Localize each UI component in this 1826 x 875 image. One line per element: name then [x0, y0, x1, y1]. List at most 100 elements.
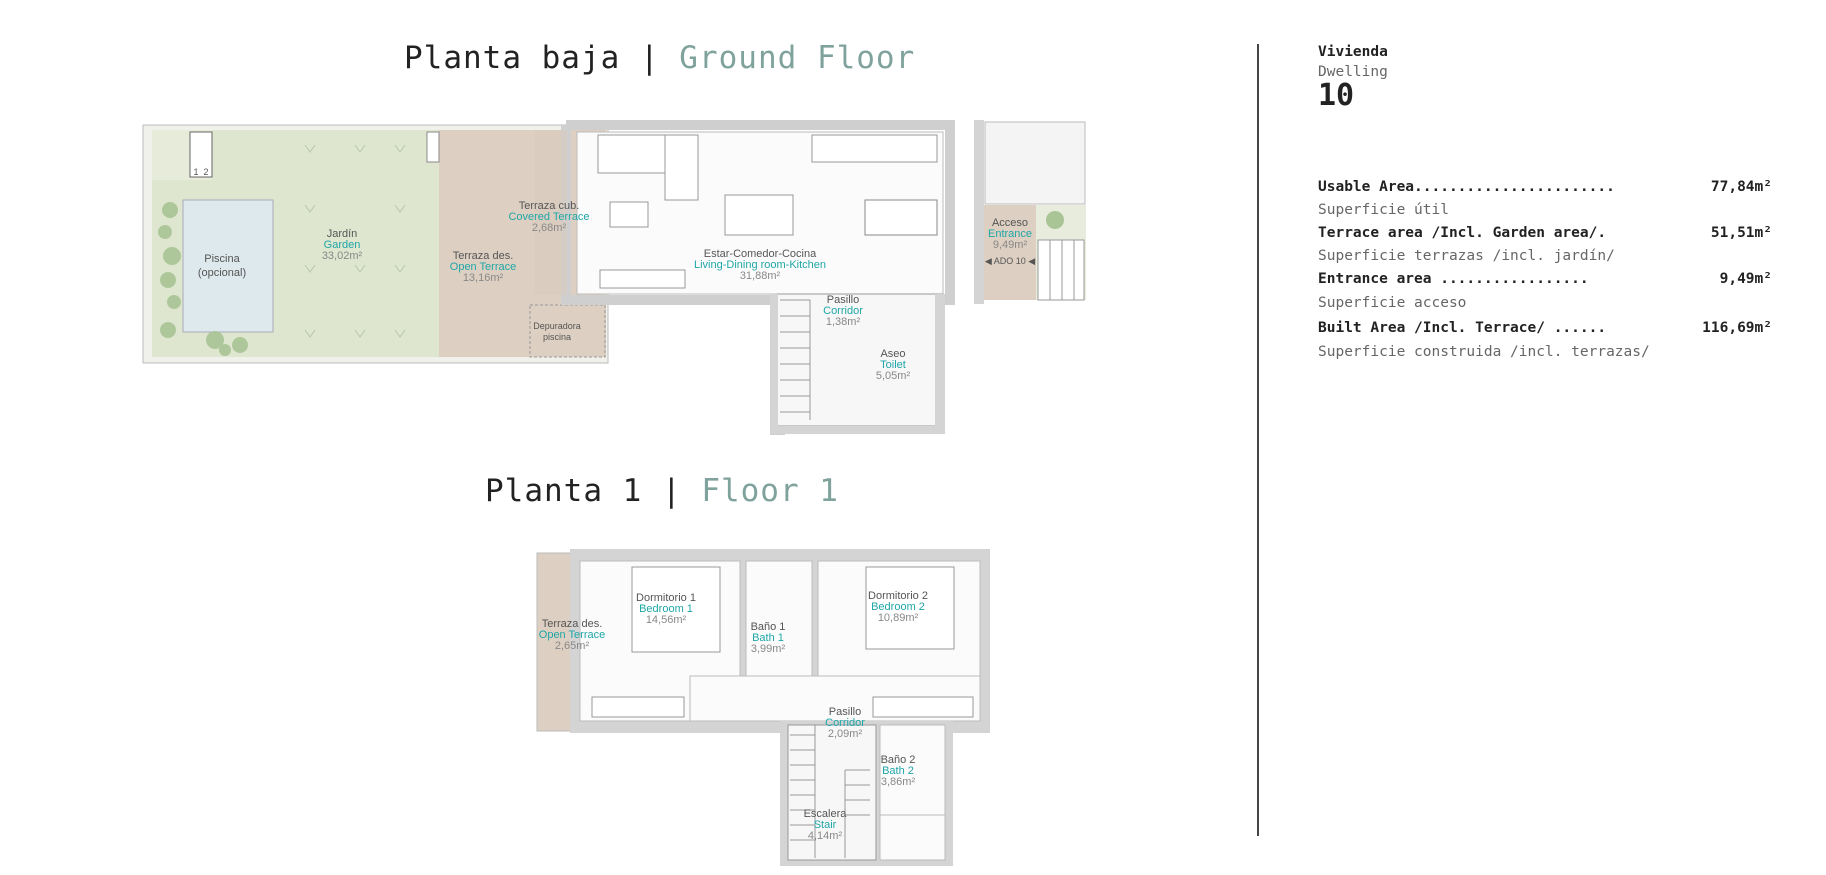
f1-wardrobe-2: [872, 696, 974, 718]
corridor-label-area: 1,38m²: [826, 316, 861, 328]
built-area-sub: Superficie construida /incl. terrazas/: [1318, 344, 1650, 360]
entrance-steps: [1037, 239, 1085, 301]
toilet-label-area: 5,05m²: [876, 370, 911, 382]
tv-unit: [599, 269, 686, 289]
bike-parking: [984, 121, 1086, 205]
garden-step-1: 1: [193, 167, 198, 177]
open-terrace-label-es: Terraza des.: [453, 250, 514, 262]
covered-terrace-label-area: 2,68m²: [532, 222, 567, 234]
f1-bath1-label-en: Bath 1: [752, 632, 784, 644]
usable-area-value: 77,84m²: [1710, 179, 1772, 195]
toilet-label-es: Aseo: [880, 348, 905, 360]
terrace-bench: [426, 131, 440, 163]
pool-label-1: Piscina: [204, 253, 240, 265]
terrace-area-row: Terrace area /Incl. Garden area/. 51,51m…: [1318, 225, 1772, 241]
dwelling-heading: Vivienda: [1318, 44, 1388, 60]
living-label-es: Estar-Comedor-Cocina: [704, 248, 817, 260]
depuradora-label-1: Depuradora: [533, 321, 581, 331]
built-area-value: 116,69m²: [1702, 320, 1772, 336]
garden-label-en: Garden: [324, 239, 361, 251]
kitchen-top: [811, 134, 938, 163]
entrance-area-sub: Superficie acceso: [1318, 295, 1467, 311]
garden-label-es: Jardín: [327, 228, 358, 240]
ground-floor-title: Planta baja | Ground Floor: [404, 40, 915, 76]
f1-wardrobe-1: [591, 696, 685, 718]
open-terrace-label-en: Open Terrace: [450, 261, 516, 273]
dining-table: [724, 194, 794, 236]
f1-bath-2: [879, 724, 946, 816]
usable-area-label: Usable Area.......................: [1318, 179, 1615, 195]
garden-marks: [304, 144, 406, 338]
f1-bed1-label-area: 14,56m²: [646, 614, 687, 626]
f1-bed2-label-en: Bedroom 2: [871, 601, 925, 613]
f1-bath1-label-area: 3,99m²: [751, 643, 786, 655]
f1-bed1-label-es: Dormitorio 1: [636, 592, 696, 604]
f1-bed2-bed: [865, 566, 955, 650]
f1-terrace-label-area: 2,65m²: [555, 640, 590, 652]
f1-bed1-label-en: Bedroom 1: [639, 603, 693, 615]
entrance-label-es: Acceso: [992, 217, 1028, 229]
f1-bath2-label-area: 3,86m²: [881, 776, 916, 788]
entrance-area-row: Entrance area ................. 9,49m²: [1318, 271, 1772, 287]
f1-bath-1: [745, 560, 813, 677]
open-terrace-label-area: 13,16m²: [463, 272, 504, 284]
terrace-area-label: Terrace area /Incl. Garden area/.: [1318, 225, 1607, 241]
f1-stair-label-en: Stair: [814, 819, 837, 831]
f1-stair-label-area: 4,14m²: [808, 830, 843, 842]
floor-1-plan: Terraza des. Open Terrace 2,65m² Dormito…: [536, 549, 990, 866]
terrace-area-sub: Superficie terrazas /incl. jardín/: [1318, 248, 1615, 264]
floor-1-title: Planta 1 | Floor 1: [485, 473, 839, 509]
built-area-label: Built Area /Incl. Terrace/ ......: [1318, 320, 1607, 336]
covered-terrace-label-es: Terraza cub.: [519, 200, 580, 212]
built-area-row: Built Area /Incl. Terrace/ ...... 116,69…: [1318, 320, 1772, 336]
toilet-label-en: Toilet: [880, 359, 906, 371]
usable-area-row: Usable Area....................... 77,84…: [1318, 179, 1772, 195]
dwelling-subheading: Dwelling: [1318, 64, 1388, 80]
pool: [182, 199, 274, 333]
covered-terrace-strip: [535, 130, 567, 295]
ground-stair-lines: [780, 299, 811, 420]
coffee-table: [609, 201, 649, 228]
f1-bed2-label-es: Dormitorio 2: [868, 590, 928, 602]
depuradora-box: [529, 304, 606, 358]
f1-corridor-label-area: 2,09m²: [828, 728, 863, 740]
floor-1-title-en: Floor 1: [701, 473, 839, 509]
f1-corridor-label-en: Corridor: [825, 717, 865, 729]
entrance-area-label: Entrance area .................: [1318, 271, 1589, 287]
f1-bed1-bed: [631, 566, 721, 653]
garden-step-2: 2: [203, 167, 208, 177]
ground-floor-plan: 1 2 Jardín Garden 33,02m² Piscina (: [142, 120, 1086, 435]
entrance-area-value: 9,49m²: [1719, 271, 1772, 287]
f1-bath-2-lower: [879, 814, 946, 861]
floor-1-title-es: Planta 1 |: [485, 473, 702, 509]
f1-terrace-label-es: Terraza des.: [542, 618, 603, 630]
entrance-wall: [974, 120, 984, 304]
access-tag: ◀ ADO 10 ◀: [985, 256, 1035, 266]
living-label-area: 31,88m²: [740, 270, 781, 282]
usable-area-sub: Superficie útil: [1318, 202, 1449, 218]
f1-bath2-label-es: Baño 2: [881, 754, 916, 766]
f1-stair: [787, 724, 877, 861]
corridor-label-en: Corridor: [823, 305, 863, 317]
depuradora-label-2: piscina: [543, 332, 571, 342]
sofa-side: [664, 134, 699, 201]
garden-label-area: 33,02m²: [322, 250, 363, 262]
corridor-label-es: Pasillo: [827, 294, 859, 306]
f1-stair-lines: [790, 725, 870, 858]
terrace-area-value: 51,51m²: [1710, 225, 1772, 241]
entrance-label-en: Entrance: [988, 228, 1032, 240]
plants-group: [158, 202, 248, 356]
entrance-label-area: 9,49m²: [993, 239, 1028, 251]
kitchen-counter: [864, 199, 938, 236]
f1-bath2-label-en: Bath 2: [882, 765, 914, 777]
stair-outer-wall: [770, 294, 778, 430]
f1-bed2-label-area: 10,89m²: [878, 612, 919, 624]
vertical-divider: [1257, 44, 1259, 836]
covered-terrace-label-en: Covered Terrace: [508, 211, 589, 223]
ground-floor-title-es: Planta baja |: [404, 40, 680, 76]
pool-label-2: (opcional): [198, 267, 246, 279]
ground-floor-title-en: Ground Floor: [679, 40, 916, 76]
garden-step: [189, 131, 213, 178]
living-label-en: Living-Dining room-Kitchen: [694, 259, 826, 271]
dwelling-number: 10: [1318, 78, 1355, 113]
